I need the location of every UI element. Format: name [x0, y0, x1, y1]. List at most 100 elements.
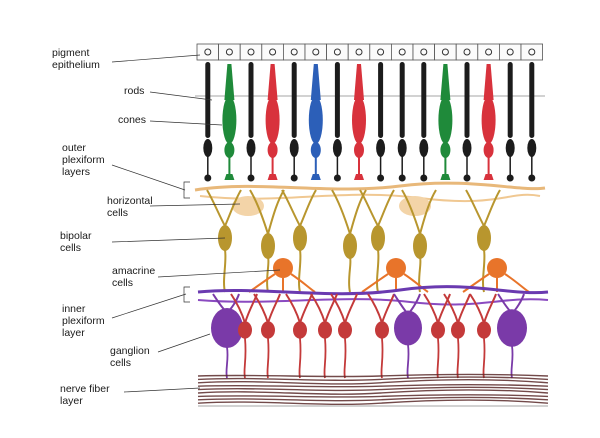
bipolar-cell-body — [477, 225, 491, 251]
label-pigment-epithelium: pigment epithelium — [52, 47, 100, 71]
epithelium-nucleus — [441, 48, 449, 56]
epithelium-cell — [304, 43, 328, 61]
ganglion-axon — [406, 344, 410, 379]
cone-pedicle — [267, 174, 278, 180]
epithelium-cell — [196, 43, 220, 61]
ganglion-axon — [298, 338, 302, 379]
bipolar-axon — [223, 249, 227, 293]
ganglion-axon — [225, 347, 229, 379]
ganglion-dendrite — [330, 293, 358, 324]
ganglion-axon — [343, 338, 347, 379]
epithelium-cell — [498, 43, 522, 61]
label-ganglion-cells: ganglion cells — [110, 345, 150, 369]
cone-inner-segment — [352, 96, 366, 144]
label-cones: cones — [118, 114, 147, 126]
bipolar-dendrite — [281, 189, 317, 227]
ganglion-cell-layer — [211, 293, 527, 379]
bipolar-axon — [266, 257, 270, 293]
epithelium-cell — [239, 43, 263, 61]
epithelium-cell — [218, 43, 241, 61]
photoreceptor-layer — [203, 62, 537, 182]
ganglion-dendrite — [367, 293, 395, 324]
epithelium-nucleus — [420, 48, 428, 56]
bipolar-cell-body — [371, 225, 385, 251]
cone-outer-segment — [224, 64, 235, 100]
epithelium-nucleus — [398, 48, 406, 56]
cone-inner-segment — [308, 96, 323, 144]
rod-spherule — [398, 174, 406, 182]
label-amacrine-cells: amacrine cells — [112, 265, 156, 289]
ganglion-axon — [380, 338, 384, 379]
cone-nucleus — [483, 142, 494, 158]
ganglion-cell-body — [318, 321, 332, 339]
ganglion-axon — [510, 345, 514, 379]
bipolar-axon — [482, 249, 486, 293]
pigment-epithelium — [196, 43, 544, 61]
rod-nucleus — [203, 139, 213, 157]
epithelium-nucleus — [312, 48, 320, 56]
epithelium-nucleus — [269, 48, 277, 56]
epithelium-cell — [369, 43, 392, 61]
epithelium-nucleus — [355, 48, 363, 56]
bipolar-dendrite — [359, 189, 395, 227]
ganglion-cell-body — [431, 321, 445, 339]
epithelium-nucleus — [225, 48, 233, 56]
amacrine-cell-layer — [248, 258, 530, 293]
rod-nucleus — [246, 139, 256, 157]
nerve-fiber — [197, 394, 549, 398]
rod-nucleus — [527, 139, 537, 157]
ganglion-cell-body — [497, 309, 527, 347]
rod-nucleus — [505, 139, 515, 157]
ganglion-axon — [456, 338, 460, 379]
cone-pedicle — [224, 174, 235, 180]
epithelium-nucleus — [333, 48, 341, 56]
cone-inner-segment — [222, 96, 237, 144]
rod-outer-segment — [248, 62, 254, 138]
ganglion-dendrite — [230, 293, 258, 324]
amacrine-cell-body — [487, 258, 507, 278]
rod-nucleus — [289, 139, 299, 157]
nerve-fiber — [197, 379, 549, 385]
cone-nucleus — [267, 142, 278, 158]
ganglion-axon — [243, 338, 247, 379]
cone-outer-segment — [310, 64, 321, 100]
rod-spherule — [204, 174, 212, 182]
cone-nucleus — [440, 142, 451, 158]
ganglion-cell-body — [375, 321, 389, 339]
bipolar-axon — [348, 257, 352, 293]
cone-outer-segment — [354, 64, 364, 100]
bipolar-dendrite — [206, 189, 242, 227]
bipolar-cell-layer — [206, 189, 501, 293]
ganglion-dendrite — [310, 293, 338, 324]
ganglion-cell-body — [338, 321, 352, 339]
nerve-fiber — [197, 396, 549, 402]
epithelium-nucleus — [377, 48, 385, 56]
epithelium-cell — [434, 43, 457, 61]
epithelium-cell — [282, 43, 306, 61]
epithelium-nucleus — [485, 48, 493, 56]
epithelium-cell — [520, 43, 544, 61]
bipolar-cell-body — [261, 233, 275, 259]
leader-lines — [111, 54, 281, 393]
ganglion-dendrite — [253, 293, 281, 324]
nerve-fiber — [197, 384, 549, 388]
rod-outer-segment — [464, 62, 470, 138]
ganglion-dendrite — [423, 293, 451, 324]
label-bipolar-cells: bipolar cells — [60, 230, 92, 254]
bipolar-axon — [376, 249, 380, 293]
rod-outer-segment — [529, 62, 535, 138]
rod-outer-segment — [399, 62, 405, 138]
cone-nucleus — [310, 142, 321, 158]
rod-nucleus — [376, 139, 386, 157]
cone-inner-segment — [265, 96, 280, 144]
amacrine-cell-body — [386, 258, 406, 278]
rod-nucleus — [397, 139, 407, 157]
rod-outer-segment — [334, 62, 340, 138]
bipolar-cell-body — [413, 233, 427, 259]
rod-nucleus — [332, 139, 342, 157]
ganglion-cell-body — [211, 308, 243, 348]
ganglion-axon — [482, 338, 486, 379]
epithelium-cell — [477, 43, 500, 61]
rod-spherule — [377, 174, 385, 182]
